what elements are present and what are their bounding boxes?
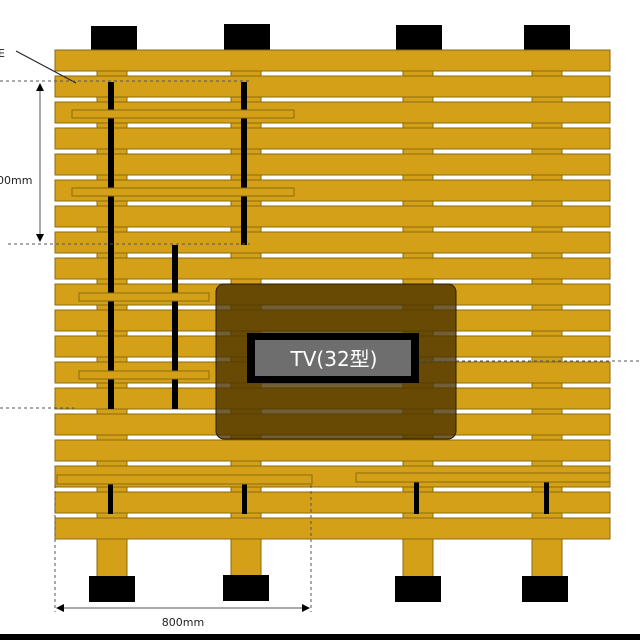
bracket-middle-rail [172,245,178,409]
bracket-lower-3 [414,482,419,514]
arrow-head-right [302,604,310,612]
shelf-lower-right [355,472,611,483]
arrow-head-up [36,83,44,91]
top-footing-4 [524,25,570,51]
tv: TV(32型) [215,283,457,440]
bottom-border [0,634,640,640]
arrow-head-left [56,604,64,612]
bracket-left-rail [108,82,114,409]
bottom-footings [89,575,568,602]
slat [54,231,611,254]
brackets [108,82,549,514]
shelves [56,109,611,485]
bracket-lower-4 [544,480,549,514]
arrow-head-down [36,234,44,242]
dimension-label-vertical: 600mm [0,174,32,187]
top-footing-2 [224,24,270,50]
bottom-footing-4 [522,576,568,602]
shelf-upper-1 [71,109,295,119]
slat [54,75,611,98]
bracket-lower-2 [242,482,247,514]
annotations [0,50,640,612]
tv-label: TV(32型) [290,347,378,371]
bottom-footing-3 [395,576,441,602]
slat [54,517,611,540]
bracket-lower-1 [108,482,113,514]
slat [54,439,611,462]
slat [54,127,611,150]
slat [54,491,611,514]
tv-screen [255,340,411,376]
bottom-footing-2 [223,575,269,601]
top-footing-3 [396,25,442,51]
shelf-middle-1 [78,292,210,302]
bottom-footing-1 [89,576,135,602]
slat [54,49,611,72]
top-footing-1 [91,26,137,52]
shelf-middle-2 [78,370,210,380]
slat [54,153,611,176]
top-footings [91,24,570,52]
shelf-upper-2 [71,187,295,197]
slat [54,257,611,280]
bracket-upper-right-rail [241,82,247,245]
callout-leader [15,50,77,84]
callout-label: E [0,47,5,60]
slat [54,205,611,228]
dimension-label-horizontal: 800mm [162,616,204,629]
shelf-lower-left [56,474,313,485]
